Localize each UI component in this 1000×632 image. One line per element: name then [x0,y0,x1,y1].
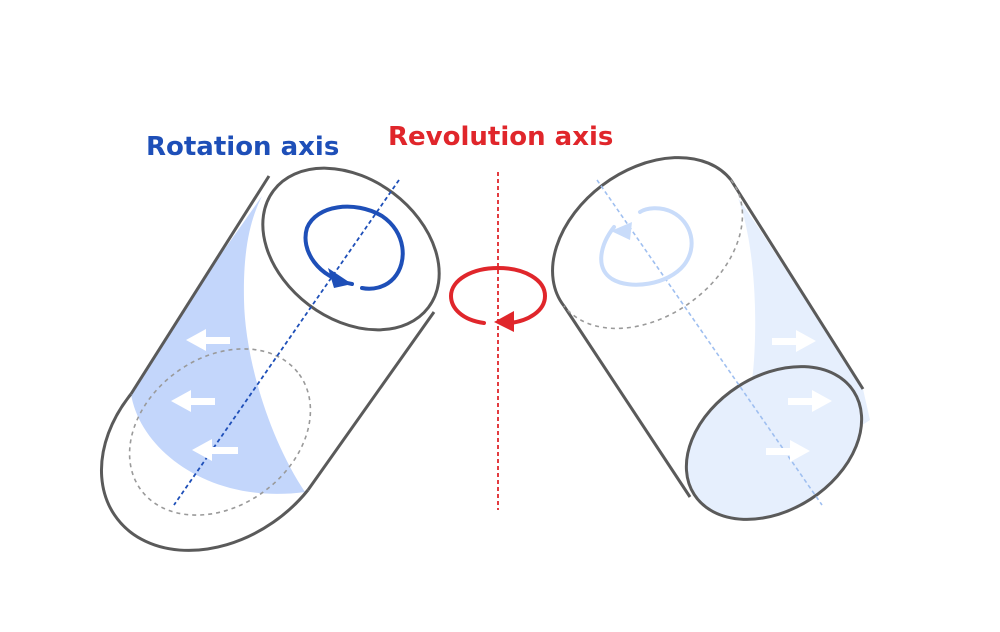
arrow-icon [171,390,215,412]
left-cylinder [99,166,441,552]
right-cylinder-hidden-rim [563,179,744,330]
left-cylinder-outline [99,393,310,552]
left-cylinder-shade [131,196,305,494]
right-motion-arrows [766,330,832,462]
arrow-icon [186,329,230,351]
rotation-axis-label: Rotation axis [146,132,339,162]
arrow-icon [766,440,810,462]
arrow-icon [192,439,238,461]
left-cylinder-hidden-rim [128,348,312,516]
revolution-axis-label: Revolution axis [388,122,613,152]
right-cylinder [551,156,870,521]
arrow-icon [788,390,832,412]
left-motion-arrows [171,329,238,461]
rotation-arrow-icon [303,204,405,291]
revolution-arrow-icon [448,265,548,332]
revolution-axis [448,172,548,510]
right-cylinder-top-outline [551,156,733,307]
arrow-icon [772,330,816,352]
ghost-rotation-arrow-icon [599,206,694,287]
